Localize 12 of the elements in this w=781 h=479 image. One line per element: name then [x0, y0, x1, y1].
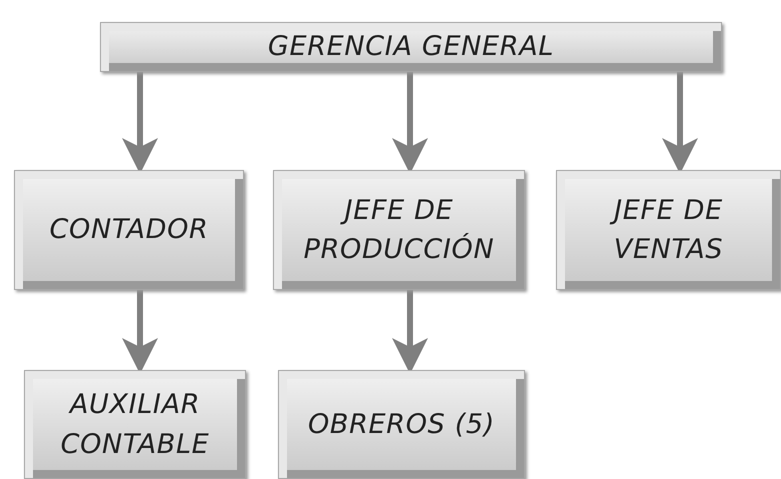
role-label: CONTADOR: [48, 213, 210, 248]
role-label: OBREROS (5): [307, 408, 496, 442]
role-label: GERENCIA GENERAL: [266, 30, 556, 64]
org-box: [14, 170, 244, 290]
role-label: JEFE DE PRODUCCIÓN: [302, 194, 496, 267]
role-label: JEFE DE VENTAS: [557, 190, 780, 270]
org-box: [556, 170, 781, 290]
org-box: [278, 370, 525, 479]
role-label: AUXILIAR CONTABLE: [60, 388, 210, 462]
org-box: [273, 170, 525, 290]
org-box: [100, 22, 722, 72]
org-box: [24, 370, 246, 479]
